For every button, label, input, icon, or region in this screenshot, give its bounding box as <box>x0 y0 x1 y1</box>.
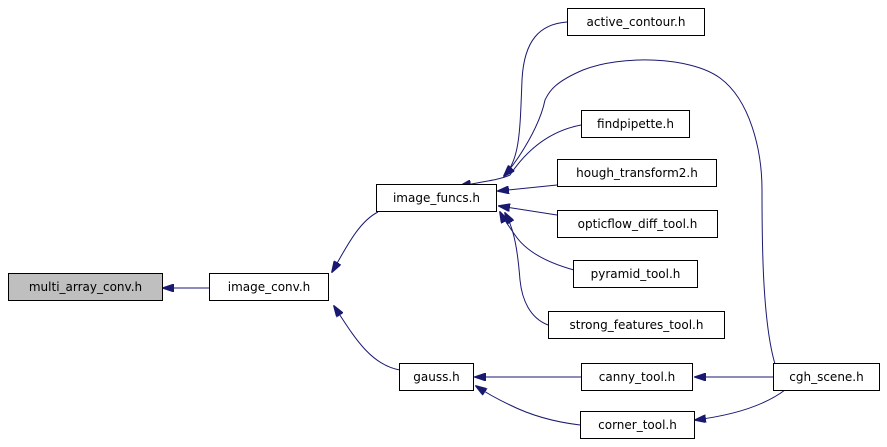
node-pyramid-tool[interactable]: pyramid_tool.h <box>573 260 698 288</box>
edge-gauss-to-image-conv <box>334 306 401 371</box>
edge-pyramid-tool-to-image-funcs <box>500 212 575 271</box>
node-corner-tool[interactable]: corner_tool.h <box>580 411 695 439</box>
node-image-funcs[interactable]: image_funcs.h <box>376 184 497 212</box>
edge-opticflow-diff-tool-to-image-funcs <box>499 206 558 216</box>
edge-cgh-scene-to-corner-tool <box>695 389 786 420</box>
node-multi-array-conv: multi_array_conv.h <box>8 273 163 301</box>
node-canny-tool[interactable]: canny_tool.h <box>581 363 693 391</box>
node-gauss[interactable]: gauss.h <box>399 363 474 391</box>
edge-findpipette-to-image-funcs <box>460 124 582 186</box>
node-active-contour[interactable]: active_contour.h <box>567 8 705 36</box>
node-findpipette[interactable]: findpipette.h <box>581 110 690 138</box>
edge-strong-features-tool-to-image-funcs <box>505 213 549 326</box>
node-hough-transform2[interactable]: hough_transform2.h <box>557 159 717 187</box>
node-image-conv[interactable]: image_conv.h <box>209 273 329 301</box>
edge-corner-tool-to-gauss <box>476 386 581 426</box>
edge-hough-transform2-to-image-funcs <box>498 184 558 191</box>
node-cgh-scene[interactable]: cgh_scene.h <box>773 363 880 391</box>
node-opticflow-diff-tool[interactable]: opticflow_diff_tool.h <box>557 210 718 238</box>
edge-cgh-scene-to-image-funcs <box>504 59 776 365</box>
edge-image-funcs-to-image-conv <box>332 211 379 272</box>
edge-active-contour-to-image-funcs <box>504 21 568 176</box>
node-strong-features-tool[interactable]: strong_features_tool.h <box>548 311 725 339</box>
